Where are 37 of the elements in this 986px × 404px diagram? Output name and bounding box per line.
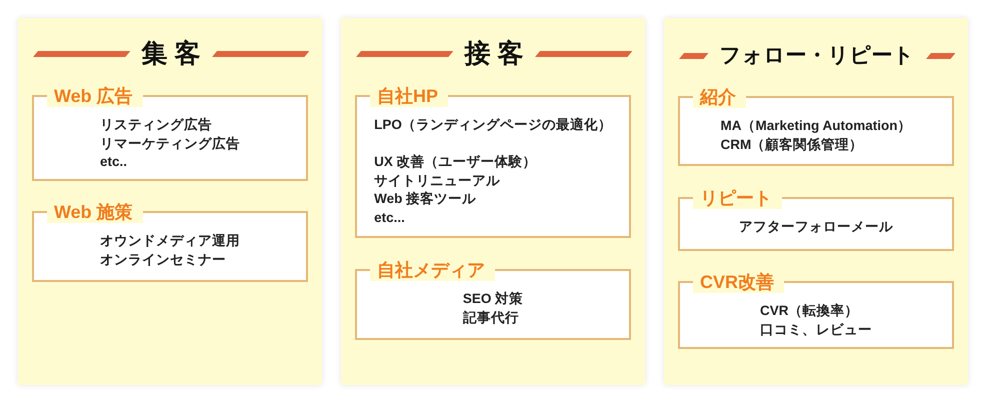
column-heading: 集 客 bbox=[141, 38, 201, 70]
box-title: 自社HP bbox=[370, 85, 448, 107]
column-panel bbox=[664, 18, 968, 385]
box-title: Web 施策 bbox=[47, 201, 143, 223]
list-item: サイトリニューアル bbox=[374, 172, 502, 190]
box-title: 紹介 bbox=[693, 86, 746, 108]
category-box bbox=[32, 201, 308, 282]
list-item: 口コミ、レビュー bbox=[760, 320, 872, 338]
list-item: SEO 対策 bbox=[462, 290, 524, 308]
box-title: Web 広告 bbox=[47, 85, 143, 107]
category-box bbox=[355, 85, 631, 238]
list-item: MA（Marketing Automation） bbox=[720, 117, 912, 135]
list-item: LPO（ランディングページの最適化） bbox=[374, 116, 612, 134]
list-item: オウンドメディア運用 bbox=[100, 232, 240, 250]
box-title: 自社メディア bbox=[370, 259, 495, 281]
list-item: オンラインセミナー bbox=[100, 250, 227, 268]
list-item: etc... bbox=[374, 208, 406, 226]
list-item: CRM（顧客関係管理） bbox=[720, 136, 864, 154]
list-item: アフターフォローメール bbox=[739, 218, 893, 236]
list-item: リスティング広告 bbox=[100, 116, 213, 134]
box-title: CVR改善 bbox=[693, 271, 784, 293]
category-box bbox=[678, 187, 954, 251]
box-title: リピート bbox=[693, 187, 782, 209]
list-item: リマーケティング広告 bbox=[100, 134, 240, 152]
column-panel bbox=[341, 18, 645, 385]
category-box bbox=[32, 85, 308, 181]
column-panel bbox=[18, 18, 322, 385]
list-item: Web 接客ツール bbox=[374, 190, 478, 208]
category-box bbox=[355, 259, 631, 340]
category-box bbox=[678, 86, 954, 166]
category-box bbox=[678, 271, 954, 349]
list-item: UX 改善（ユーザー体験） bbox=[374, 153, 538, 171]
list-item: etc.. bbox=[100, 153, 128, 171]
list-item: CVR（転換率） bbox=[760, 302, 860, 320]
column-heading: 接 客 bbox=[464, 38, 524, 70]
column-heading: フォロー・リピート bbox=[720, 43, 914, 69]
list-item: 記事代行 bbox=[462, 308, 520, 326]
